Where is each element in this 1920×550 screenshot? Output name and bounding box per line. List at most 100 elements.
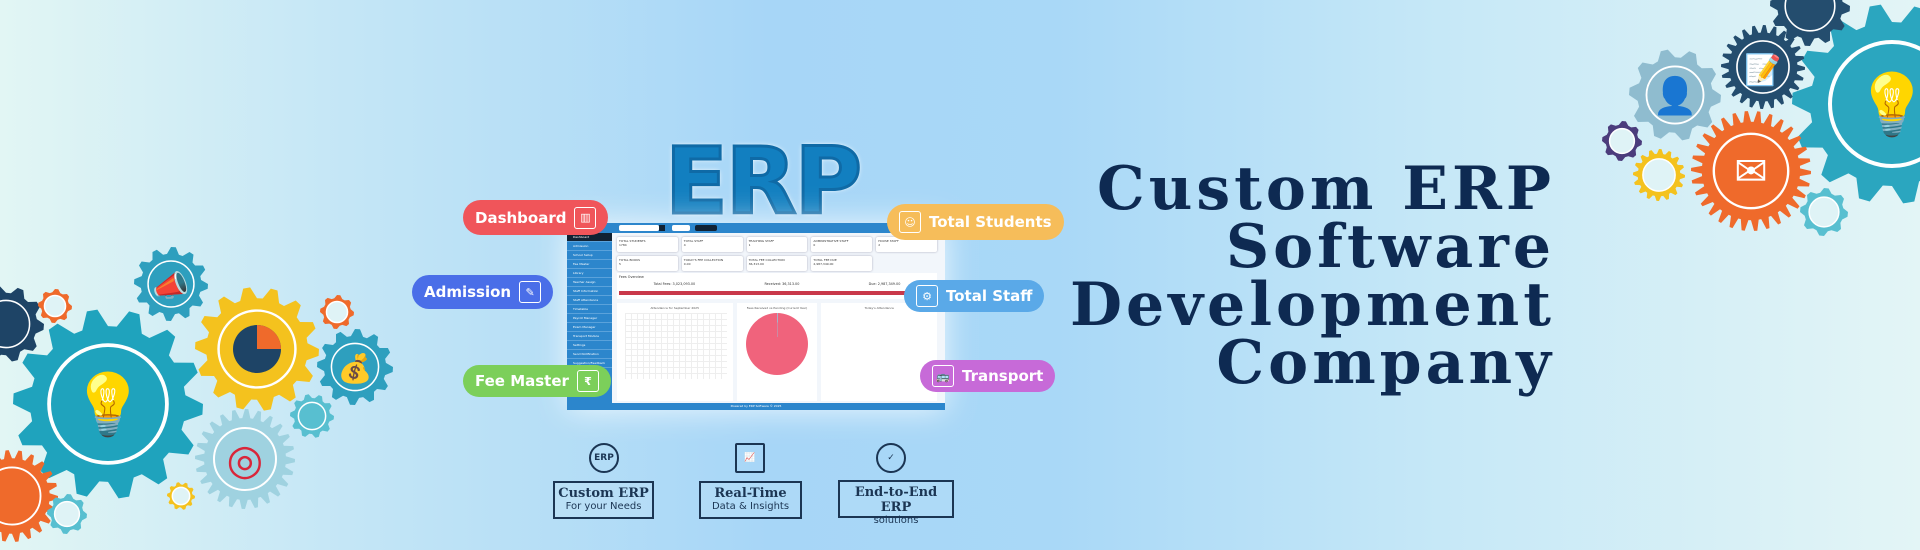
erp-logo-text: ERP (663, 127, 863, 237)
mockup-year-select (672, 225, 690, 231)
card-label: TOTAL FEE COLLECTION (748, 258, 785, 262)
gear-icon (1800, 188, 1848, 236)
title-line: Development (1069, 270, 1555, 340)
card-label: TOTAL FEE DUE (813, 258, 837, 262)
badge-subtitle: Data & Insights (711, 501, 790, 512)
bubble-dashboard: Dashboard ▥ (463, 200, 609, 235)
bus-icon: 🚌 (932, 365, 954, 387)
mockup-footer: Powered by ERP Software © 2025 (567, 403, 945, 410)
bubble-label: Dashboard (475, 208, 567, 227)
envelope-gear-icon (1691, 111, 1811, 231)
fees-title: Fees Overview (619, 275, 644, 279)
mockup-sidebar-item: Dashboard (567, 233, 612, 242)
badge-subtitle: For your Needs (565, 501, 642, 512)
card-label: HOUSE STAFF (878, 239, 899, 243)
document-gear-icon (1721, 25, 1805, 109)
badge-title: Real-Time (714, 486, 787, 501)
card-label: TOTAL BOOKS (619, 258, 641, 262)
mockup-sidebar-item: Admission (567, 242, 612, 251)
gear-icon (290, 394, 334, 438)
mockup-button (695, 225, 717, 231)
person-gear-icon (1629, 49, 1721, 141)
page-title: Custom ERP Software Development Company (1069, 154, 1555, 398)
badge-subtitle: solutions (873, 515, 919, 526)
gear-icon (1602, 121, 1642, 161)
document-icon: 📝 (1744, 52, 1781, 88)
mockup-sidebar-item: Timetable (567, 305, 612, 314)
bubble-transport: 🚌 Transport (920, 360, 1056, 392)
mockup-sidebar-item: Staff Attendance (567, 296, 612, 305)
gear-icon (167, 482, 195, 510)
staff-network-icon: ⚙ (916, 285, 938, 307)
card-label: TODAY'S FEE COLLECTION (683, 258, 724, 262)
title-line: Software (1225, 212, 1555, 282)
fees-due: Due: 2,987,349.00 (868, 282, 901, 286)
megaphone-gear-icon (134, 247, 208, 321)
erp-gear-icon: ERP (589, 443, 619, 473)
card-value: 4 (683, 243, 686, 247)
mockup-sidebar-item: Library (567, 269, 612, 278)
mockup-sidebar-item: Send Notification (567, 350, 612, 359)
gear-icon (38, 289, 72, 323)
bubble-label: Total Students (929, 213, 1052, 231)
bubble-label: Transport (962, 367, 1044, 385)
mockup-sidebar-item: Transport Module (567, 332, 612, 341)
mockup-sidebar-item: Exam Manager (567, 323, 612, 332)
lightbulb-icon: 💡 (71, 370, 146, 440)
chart-title: Attendance for September 2025 (650, 306, 699, 310)
target-icon: ◎ (227, 435, 264, 484)
bubble-label: Total Staff (946, 287, 1033, 305)
card-label: ADMINISTRATIVE STAFF (813, 239, 849, 243)
fees-progress-bar (619, 291, 935, 295)
attendance-chart: Attendance for September 2025 (617, 303, 733, 401)
bulb-gear-icon (13, 309, 203, 499)
bulb-gear-icon (1792, 4, 1920, 204)
money-icon: 💰 (338, 352, 373, 385)
target-gear-icon (195, 409, 295, 509)
card-value: 2 (878, 243, 881, 247)
student-reading-icon: ☺ (899, 211, 921, 233)
mockup-search-button (659, 225, 665, 231)
mockup-charts: Attendance for September 2025 Fees Recei… (617, 303, 938, 401)
gear-check-icon: ✓ (876, 443, 906, 473)
fees-total: Total Fees: 3,023,093.00 (653, 282, 696, 286)
title-line: Custom ERP (1097, 154, 1555, 224)
gear-icon (1770, 0, 1850, 46)
gear-icon (47, 494, 87, 534)
gear-icon (320, 295, 354, 329)
bubble-label: Fee Master (475, 372, 569, 390)
lightbulb-icon: 💡 (1855, 70, 1920, 140)
pie (746, 313, 808, 375)
fee-receipt-icon: ₹ (576, 370, 599, 392)
bubble-total-staff: ⚙ Total Staff (904, 280, 1045, 312)
card-label: TOTAL STAFF (683, 239, 704, 243)
envelope-icon: ✉ (1734, 149, 1768, 195)
bubble-label: Admission (424, 283, 512, 301)
fees-pie-chart: Fees Received vs Pending (Current Year) (736, 303, 818, 401)
money-gear-icon (317, 329, 393, 405)
gear-icon (1633, 149, 1685, 201)
bubble-fee-master: Fee Master ₹ (463, 365, 611, 397)
mockup-topbar (567, 223, 945, 233)
badge-title: Custom ERP (558, 486, 649, 501)
mockup-sidebar-item: School Setup (567, 251, 612, 260)
card-value: 2,987,349.00 (813, 262, 834, 266)
gear-icon (0, 450, 58, 542)
card-value: 5 (619, 262, 621, 266)
dashboard-chart-icon: ▥ (574, 206, 597, 229)
gear-icon (0, 286, 44, 362)
badge-title: End-to-End ERP (854, 485, 938, 515)
mockup-sidebar-item: Payroll Manager (567, 314, 612, 323)
title-line: Company (1216, 328, 1555, 398)
pie-slice (257, 325, 281, 349)
mockup-sidebar-item: Staff Information (567, 287, 612, 296)
mockup-fees-overview: Fees Overview Total Fees: 3,023,093.00 R… (617, 273, 937, 299)
